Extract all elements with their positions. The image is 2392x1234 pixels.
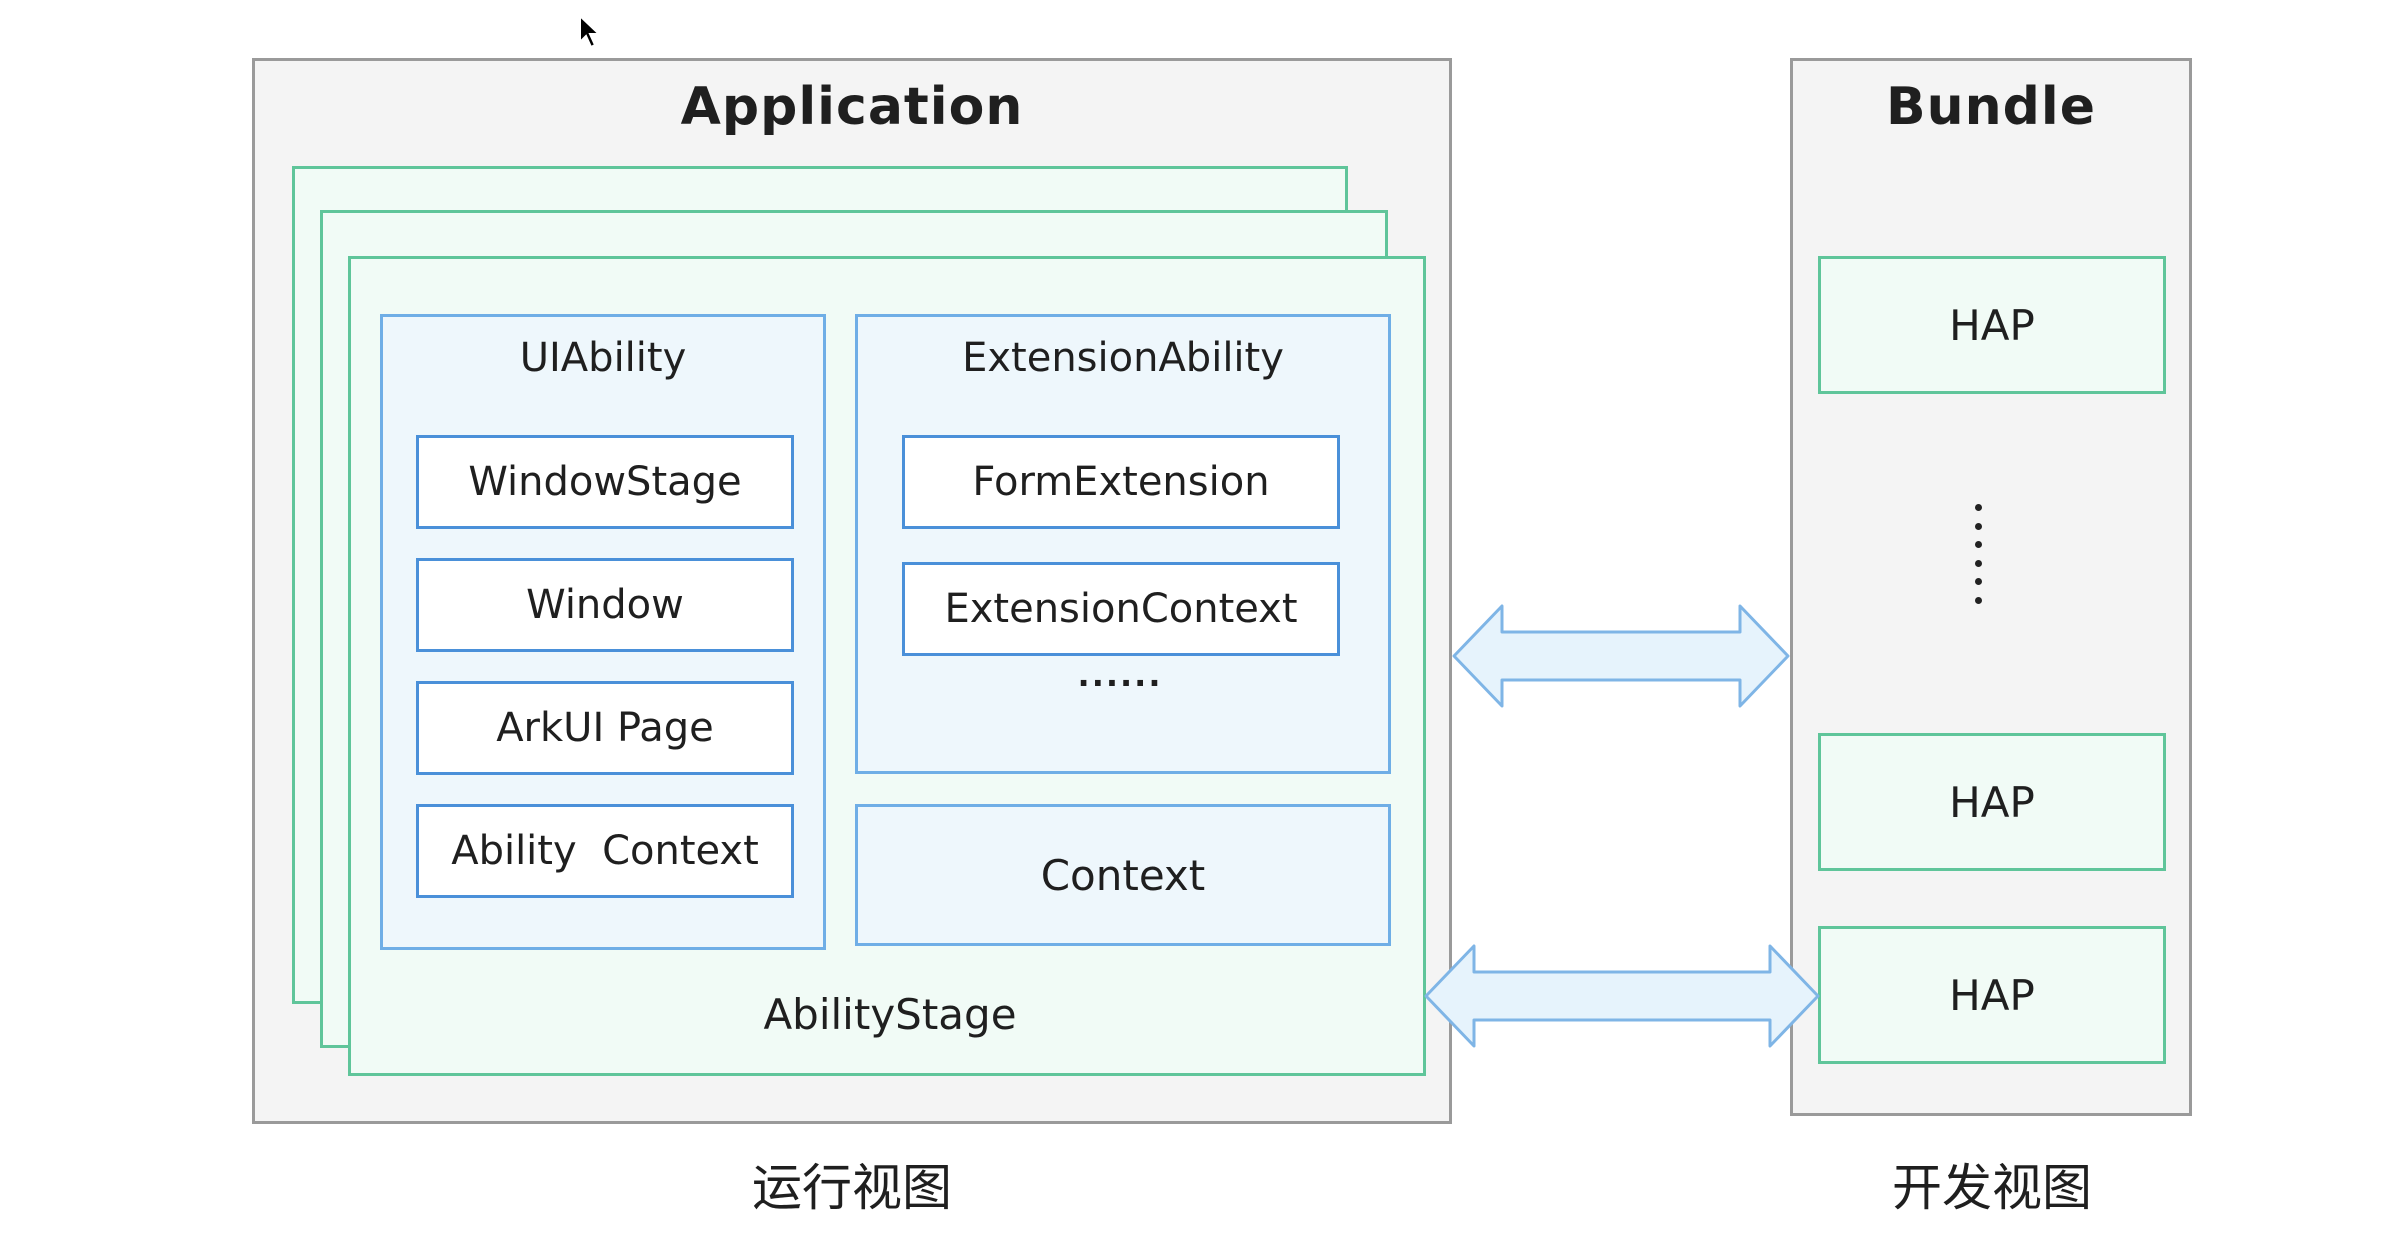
hap-box-3: HAP <box>1818 926 2166 1064</box>
context-label: Context <box>1040 850 1206 900</box>
ability-context-box: Ability Context <box>416 804 794 898</box>
bundle-title: Bundle <box>1886 77 2096 137</box>
uiability-title: UIAbility <box>519 335 687 381</box>
runtime-view-caption: 运行视图 <box>752 1159 952 1217</box>
application-title: Application <box>680 77 1024 137</box>
extension-ellipsis: ...... <box>1077 656 1163 694</box>
arkui-page-box: ArkUI Page <box>416 681 794 775</box>
development-view-caption: 开发视图 <box>1892 1159 2092 1217</box>
extension-ability-box: ExtensionAbility <box>855 314 1391 774</box>
context-box: Context <box>855 804 1391 946</box>
ability-stage-label: AbilityStage <box>763 990 1017 1039</box>
hap-box-1: HAP <box>1818 256 2166 394</box>
form-extension-box: FormExtension <box>902 435 1340 529</box>
mouse-cursor-icon <box>579 14 602 49</box>
windowstage-box: WindowStage <box>416 435 794 529</box>
extension-ability-title: ExtensionAbility <box>962 335 1284 381</box>
window-box: Window <box>416 558 794 652</box>
extension-context-box: ExtensionContext <box>902 562 1340 656</box>
double-arrow-application-bundle <box>1452 604 1790 708</box>
bundle-vertical-ellipsis <box>1973 504 1983 604</box>
double-arrow-stage-hap <box>1424 944 1820 1048</box>
hap-box-2: HAP <box>1818 733 2166 871</box>
